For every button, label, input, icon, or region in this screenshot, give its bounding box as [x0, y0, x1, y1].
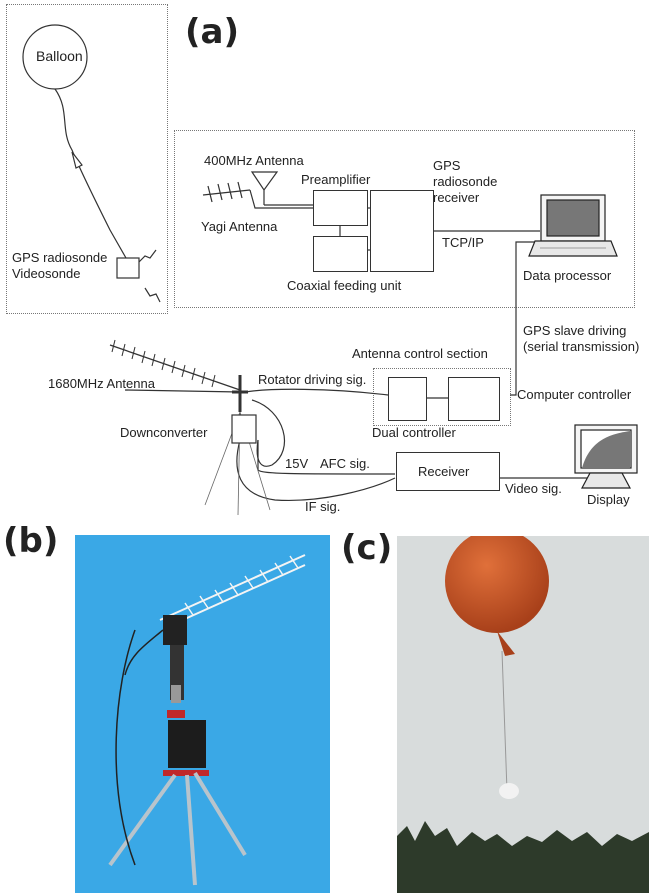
if-label: IF sig.: [305, 499, 341, 514]
v15-label: 15V: [285, 456, 309, 471]
videosonde-label: Videosonde: [12, 266, 81, 281]
gps-slave-label-2: (serial transmission): [523, 339, 640, 354]
yagi-antenna-label: Yagi Antenna: [201, 219, 278, 234]
panel-label-c: (c): [341, 528, 393, 568]
dual-controller-box-2: [448, 377, 500, 421]
antenna-photo: [75, 535, 330, 893]
antenna-400-label: 400MHz Antenna: [204, 153, 304, 168]
preamplifier-label: Preamplifier: [301, 172, 371, 187]
yagi-1680-icon: [109, 339, 271, 516]
antenna-control-frame: [373, 368, 511, 426]
gps-slave-label-1: GPS slave driving: [523, 323, 627, 338]
antenna-1680-label: 1680MHz Antenna: [48, 376, 155, 391]
rotator-label: Rotator driving sig.: [258, 372, 367, 387]
downconverter-label: Downconverter: [120, 425, 208, 440]
gps-receiver-label-1: GPS: [433, 158, 461, 173]
receiver-station-frame: [174, 130, 635, 308]
yagi-antenna-icon: [202, 181, 251, 203]
antenna-control-label: Antenna control section: [352, 346, 488, 361]
dual-controller-box-1: [388, 377, 427, 421]
balloon-launch-photo: [397, 536, 649, 893]
coaxial-feeding-label: Coaxial feeding unit: [287, 278, 402, 293]
video-label: Video sig.: [505, 481, 562, 496]
panel-label-b: (b): [3, 521, 59, 561]
computer-controller-label: Computer controller: [517, 387, 632, 402]
gps-receiver-label-2: radiosonde: [433, 174, 498, 189]
block-diagram-wiring: [22, 24, 638, 516]
laptop-icon: [528, 194, 618, 257]
balloon-icon: [22, 24, 161, 303]
dual-controller-label: Dual controller: [372, 425, 456, 440]
balloon-frame: [6, 4, 168, 314]
gps-receiver-label-3: receiver: [433, 190, 480, 205]
preamplifier-box: [313, 190, 368, 226]
data-processor-label: Data processor: [523, 268, 612, 283]
gps-radiosonde-label: GPS radiosonde: [12, 250, 108, 265]
display-label: Display: [587, 492, 630, 507]
afc-label: AFC sig.: [320, 456, 370, 471]
panel-label-a: (a): [185, 12, 240, 52]
tcpip-label: TCP/IP: [442, 235, 484, 250]
monitor-icon: [574, 424, 638, 489]
balloon-label: Balloon: [36, 48, 83, 64]
receiver-box: [396, 452, 500, 491]
downconverter-box: [231, 414, 257, 444]
dipole-antenna-icon: [250, 171, 279, 205]
receiver-label: Receiver: [418, 464, 470, 479]
gps-receiver-box: [370, 190, 434, 272]
coaxial-feeding-box: [313, 236, 368, 272]
